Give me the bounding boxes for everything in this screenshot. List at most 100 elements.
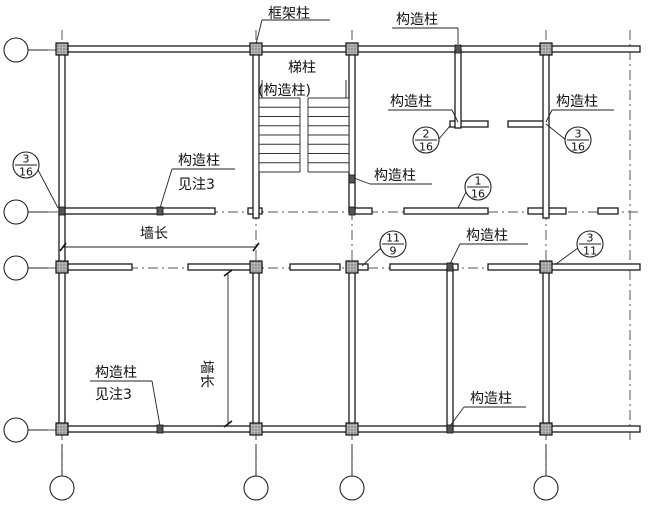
wall-v-5: [348, 267, 356, 431]
leader-pointer-5: [159, 168, 173, 209]
callout-1-16: 116: [457, 173, 492, 209]
frame-column-3: [345, 42, 359, 56]
dim-tick-left: [59, 242, 67, 252]
frame-column-10: [249, 422, 263, 436]
callout-3-16-right: 316: [545, 123, 592, 154]
stair-label-bracket: [261, 80, 347, 98]
label-stair-column-sub: (构造柱): [258, 83, 311, 99]
label-constructional-column-stair: 构造柱: [374, 168, 416, 184]
grid-bubble-col-1: [49, 475, 75, 501]
constructional-column-2: [58, 206, 66, 216]
dim-tick-top: [223, 269, 233, 277]
wall-h-8: [61, 263, 133, 271]
grid-bubble-row-4: [3, 417, 29, 443]
label-see-note-lower: 见注3: [95, 387, 132, 403]
wall-h-16: [507, 120, 547, 128]
label-frame-column: 框架柱: [268, 6, 310, 22]
wall-h-12: [389, 263, 459, 271]
callout-detail-number: 11: [386, 232, 400, 245]
wall-v-6: [454, 49, 462, 129]
dim-tick-bottom: [223, 420, 233, 428]
callout-3-16-left: 316: [12, 151, 59, 209]
constructional-column-8: [348, 174, 356, 184]
grid-bubble-row-3: [3, 255, 29, 281]
callout-leader: [457, 191, 467, 209]
callout-sheet-number: 9: [390, 245, 397, 258]
label-see-note-upper: 见注3: [178, 177, 215, 193]
label-constructional-column-bottom: 构造柱: [470, 391, 512, 407]
wall-v-7: [446, 267, 454, 431]
frame-column-8: [539, 260, 553, 274]
label-constructional-column-mid: 构造柱: [390, 94, 432, 110]
callout-sheet-number: 16: [419, 141, 433, 154]
callout-detail-number: 3: [23, 153, 30, 166]
label-wall-length-vertical: 墙长: [198, 360, 214, 388]
callout-leader: [545, 123, 567, 141]
leader-pointer-6: [353, 177, 371, 185]
frame-column-9: [55, 422, 69, 436]
callout-detail-number: 3: [575, 128, 582, 141]
wall-v-8: [542, 49, 550, 219]
callout-11-9: 119: [361, 230, 407, 267]
callout-leader: [361, 247, 382, 267]
grid-bubble-row-1: [3, 37, 29, 63]
staircase: [258, 97, 350, 173]
frame-column-12: [539, 422, 553, 436]
callout-leader: [437, 125, 451, 141]
constructional-column-3: [156, 206, 164, 216]
grid-bubble-col-3: [339, 475, 365, 501]
callout-2-16: 216: [412, 125, 451, 154]
leader-pointer-8: [151, 380, 161, 427]
callout-detail-number: 2: [423, 128, 430, 141]
grid-bubble-col-4: [533, 475, 559, 501]
dim-tick-right: [252, 242, 260, 252]
label-constructional-column-center: 构造柱: [466, 228, 508, 244]
callout-sheet-number: 11: [583, 245, 597, 258]
callout-sheet-number: 16: [571, 141, 585, 154]
constructional-column-6: [156, 424, 164, 434]
grid-bubble-col-2: [243, 475, 269, 501]
label-constructional-column-left-upper: 构造柱: [178, 153, 220, 169]
grid-bubbles: [3, 37, 559, 501]
wall-h-10: [289, 263, 341, 271]
wall-v-4: [348, 49, 356, 213]
frame-column-5: [55, 260, 69, 274]
leader-lines: [90, 19, 614, 427]
callout-leader: [37, 169, 59, 209]
frame-column-1: [55, 42, 69, 56]
dimension-lines: [59, 242, 260, 428]
frame-column-11: [345, 422, 359, 436]
leader-pointer-1: [255, 19, 263, 45]
leader-pointer-7: [449, 243, 461, 265]
callout-3-11: 311: [555, 230, 604, 265]
wall-v-9: [542, 267, 550, 431]
grid-bubble-row-2: [3, 199, 29, 225]
wall-h-13: [487, 263, 641, 271]
constructional-column-4: [348, 206, 356, 216]
wall-h-5: [403, 207, 489, 215]
label-constructional-column-right: 构造柱: [556, 94, 598, 110]
label-constructional-column-top: 构造柱: [396, 12, 438, 28]
frame-column-6: [249, 260, 263, 274]
wall-v-3: [252, 267, 260, 431]
frame-column-2: [249, 42, 263, 56]
leader-pointer-4: [545, 109, 553, 123]
wall-v-2: [252, 49, 260, 219]
leader-pointer-3: [451, 109, 459, 123]
callout-leader: [555, 247, 579, 265]
constructional-column-5: [446, 262, 454, 272]
callout-detail-number: 3: [587, 232, 594, 245]
callout-detail-number: 1: [475, 175, 482, 188]
callout-sheet-number: 16: [471, 188, 485, 201]
label-wall-length-horizontal: 墙长: [140, 226, 168, 242]
constructional-column-7: [446, 424, 454, 434]
callout-sheet-number: 16: [19, 166, 33, 179]
wall-h-2: [61, 207, 216, 215]
wall-v-1: [58, 49, 66, 431]
frame-column-4: [539, 42, 553, 56]
label-constructional-column-left-lower: 构造柱: [95, 365, 137, 381]
frame-column-7: [345, 260, 359, 274]
wall-h-7: [597, 207, 619, 215]
